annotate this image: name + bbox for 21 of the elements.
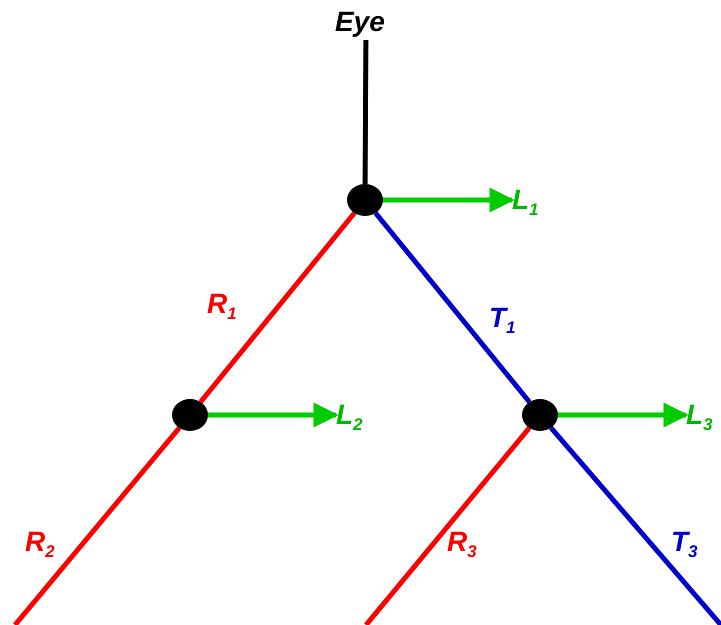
ray-line (13, 426, 182, 625)
eye-label: Eye (335, 6, 385, 38)
light-ray-label: L$_{1}$ (512, 184, 538, 226)
ray-line (362, 40, 368, 184)
edge-label: T$_{3}$ (671, 526, 698, 563)
intersection-dot (347, 184, 383, 216)
intersection-dot (172, 399, 208, 431)
light-ray-label: L$_{3}$ (686, 399, 712, 441)
arrow (383, 188, 514, 212)
edge-label: R$_{2}$ (25, 526, 55, 563)
arrow (208, 402, 338, 428)
ray-line (364, 426, 532, 625)
light-ray-label: L$_{2}$ (336, 399, 362, 441)
intersection-dot (522, 399, 558, 431)
ray-line (374, 211, 532, 404)
ray-line (198, 211, 356, 404)
edge-label: T$_{1}$ (489, 302, 516, 339)
edge-label: R$_{3}$ (447, 526, 477, 563)
ray-line (549, 426, 721, 625)
arrow (558, 402, 688, 428)
edge-label: R$_{1}$ (207, 288, 237, 325)
